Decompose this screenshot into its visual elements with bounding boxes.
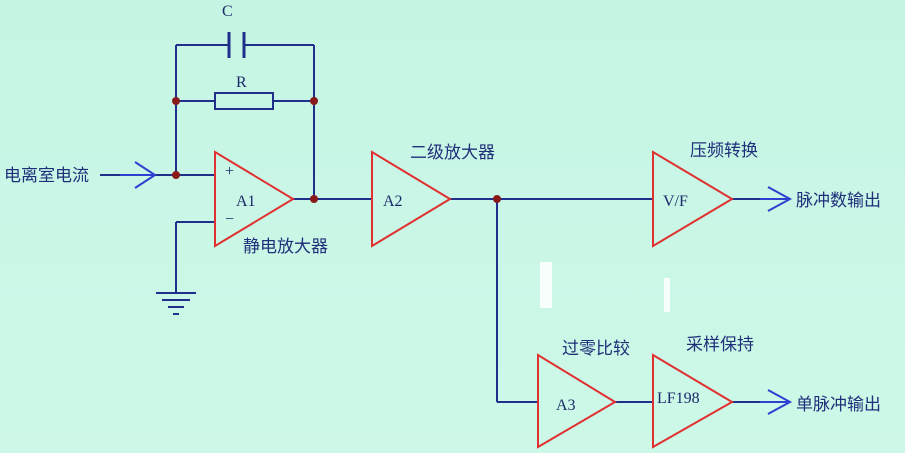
a3-caption: 过零比较 [562,339,630,359]
a3-label: A3 [556,397,576,414]
blemish-2 [664,278,670,312]
capacitor-icon [227,32,246,58]
arrows [120,161,793,415]
node-a1-out [310,195,318,203]
input-label: 电离室电流 [4,166,89,186]
a1-label: A1 [236,193,256,210]
vf-caption: 压频转换 [690,141,758,161]
wires [100,44,785,403]
node-branch [493,195,501,203]
vf-converter [652,150,734,248]
junction-nodes [172,97,501,203]
vf-label: V/F [663,193,688,210]
blemish-1 [540,262,552,308]
out2-label: 单脉冲输出 [796,395,881,415]
lf198-label: LF198 [657,390,700,407]
minus-label: − [225,211,234,228]
resistor-icon [214,92,274,110]
ground-icon [156,292,196,315]
lf198-sample-hold [652,353,734,449]
node-res-left [172,97,180,105]
capacitor-label: C [222,3,233,20]
lf198-caption: 采样保持 [686,335,754,355]
out1-label: 脉冲数输出 [796,191,881,211]
a3-comparator [537,353,617,449]
a2-amplifier [371,150,452,248]
a2-caption: 二级放大器 [410,143,495,163]
resistor-label: R [236,74,247,91]
amplifiers [214,150,734,449]
plus-label: + [225,163,234,180]
a2-label: A2 [383,193,403,210]
a1-amplifier [214,150,295,248]
a1-caption: 静电放大器 [243,237,328,257]
node-res-right [310,97,318,105]
node-input [172,171,180,179]
